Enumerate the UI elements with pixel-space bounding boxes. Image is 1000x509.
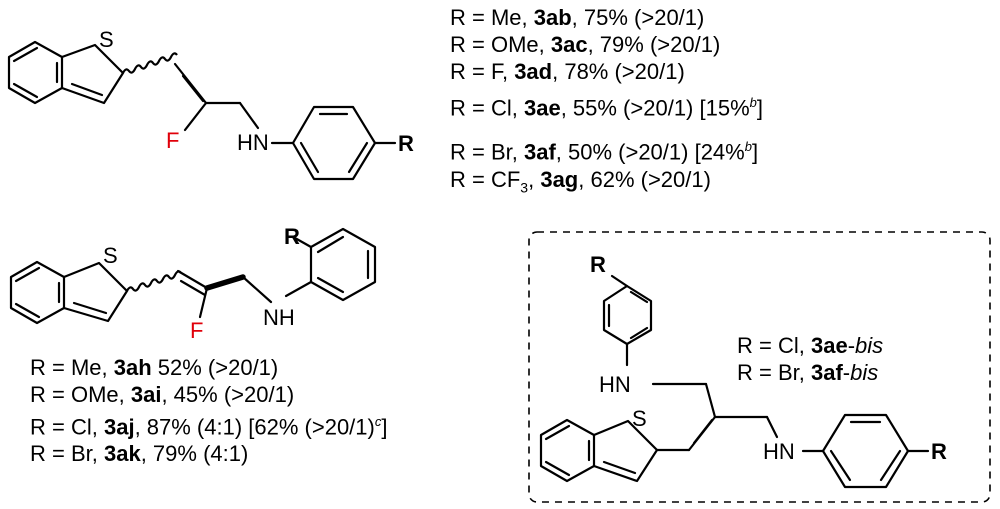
yield-list-bottom: R = Me, 3ah 52% (>20/1) R = OMe, 3ai, 45… — [30, 354, 387, 467]
r-group-bottom: R — [284, 224, 300, 249]
amine-label-bis-upper: HN — [599, 372, 631, 397]
entry-3ae: R = Cl, 3ae, 55% (>20/1) [15%b] — [450, 95, 763, 121]
entry-3ab: R = Me, 3ab, 75% (>20/1) — [450, 5, 705, 30]
entry-3ah: R = Me, 3ah 52% (>20/1) — [30, 355, 279, 380]
compound-id: 3ak — [103, 441, 141, 467]
amine-label-bottom: NH — [263, 305, 295, 330]
footnote-mark: c — [374, 414, 382, 429]
footnote-mark: b — [744, 139, 752, 155]
benzo-ring-top — [7, 40, 64, 105]
entry-3ak: R = Br, 3ak, 79% (4:1) — [30, 441, 249, 467]
entry-3ac: R = OMe, 3ac, 79% (>20/1) — [450, 32, 721, 57]
compound-id: 3ag — [540, 166, 579, 192]
compound-id: 3af — [523, 139, 556, 165]
aryl-ring-bis-right — [821, 413, 910, 489]
aryl-ring-bis-upper — [602, 284, 653, 346]
sulfur-atom-top: S — [99, 27, 114, 52]
structure-bis: R HN S HN R — [539, 252, 947, 489]
bis-product-box — [528, 231, 991, 503]
r-group-bis-upper: R — [590, 252, 606, 277]
compound-id: 3ab — [533, 5, 572, 30]
amine-label-bis-right: HN — [763, 439, 795, 464]
sulfur-atom-bis: S — [632, 406, 647, 431]
r-group-top: R — [398, 131, 414, 156]
fluorine-atom-top: F — [166, 128, 179, 153]
aryl-ring-top — [291, 105, 377, 181]
compound-id: 3ae — [523, 95, 561, 121]
yield-list-bis: R = Cl, 3ae-bis R = Br, 3af-bis — [737, 332, 883, 386]
entry-3ad: R = F, 3ad, 78% (>20/1) — [450, 59, 685, 84]
entry-3ag: R = CF3, 3ag, 62% (>20/1) — [450, 166, 711, 196]
entry-3aj: R = Cl, 3aj, 87% (4:1) [62% (>20/1)c] — [30, 414, 388, 440]
wavy-bond-bottom — [126, 270, 182, 292]
yield-list-top: R = Me, 3ab, 75% (>20/1) R = OMe, 3ac, 7… — [450, 4, 763, 201]
structure-bottom: S F NH R — [9, 224, 377, 343]
compound-id: 3ah — [113, 355, 152, 380]
entry-3ae-bis: R = Cl, 3ae-bis — [737, 333, 884, 358]
structure-top: S F HN R — [7, 27, 414, 181]
benzo-ring-bis — [539, 418, 596, 483]
fluorine-atom-bottom: F — [190, 318, 203, 343]
footnote-mark: b — [749, 95, 757, 110]
entry-3af-bis: R = Br, 3af-bis — [737, 360, 879, 385]
entry-3af: R = Br, 3af, 50% (>20/1) [24%b] — [450, 139, 759, 165]
compound-id: 3ad — [514, 59, 553, 84]
r-group-bis-right: R — [931, 439, 947, 464]
compound-id: 3ai — [130, 382, 162, 407]
compound-id: 3aj — [103, 414, 135, 440]
aryl-ring-bottom — [309, 227, 377, 302]
entry-3ai: R = OMe, 3ai, 45% (>20/1) — [30, 382, 295, 407]
compound-id: 3ae — [810, 333, 848, 358]
benzo-ring-bottom — [9, 260, 66, 325]
sulfur-atom-bottom: S — [103, 243, 118, 268]
compound-id: 3ac — [550, 32, 588, 57]
compound-id: 3af — [810, 360, 843, 385]
amine-label-top: HN — [237, 130, 269, 155]
wavy-bond-top — [122, 52, 178, 74]
